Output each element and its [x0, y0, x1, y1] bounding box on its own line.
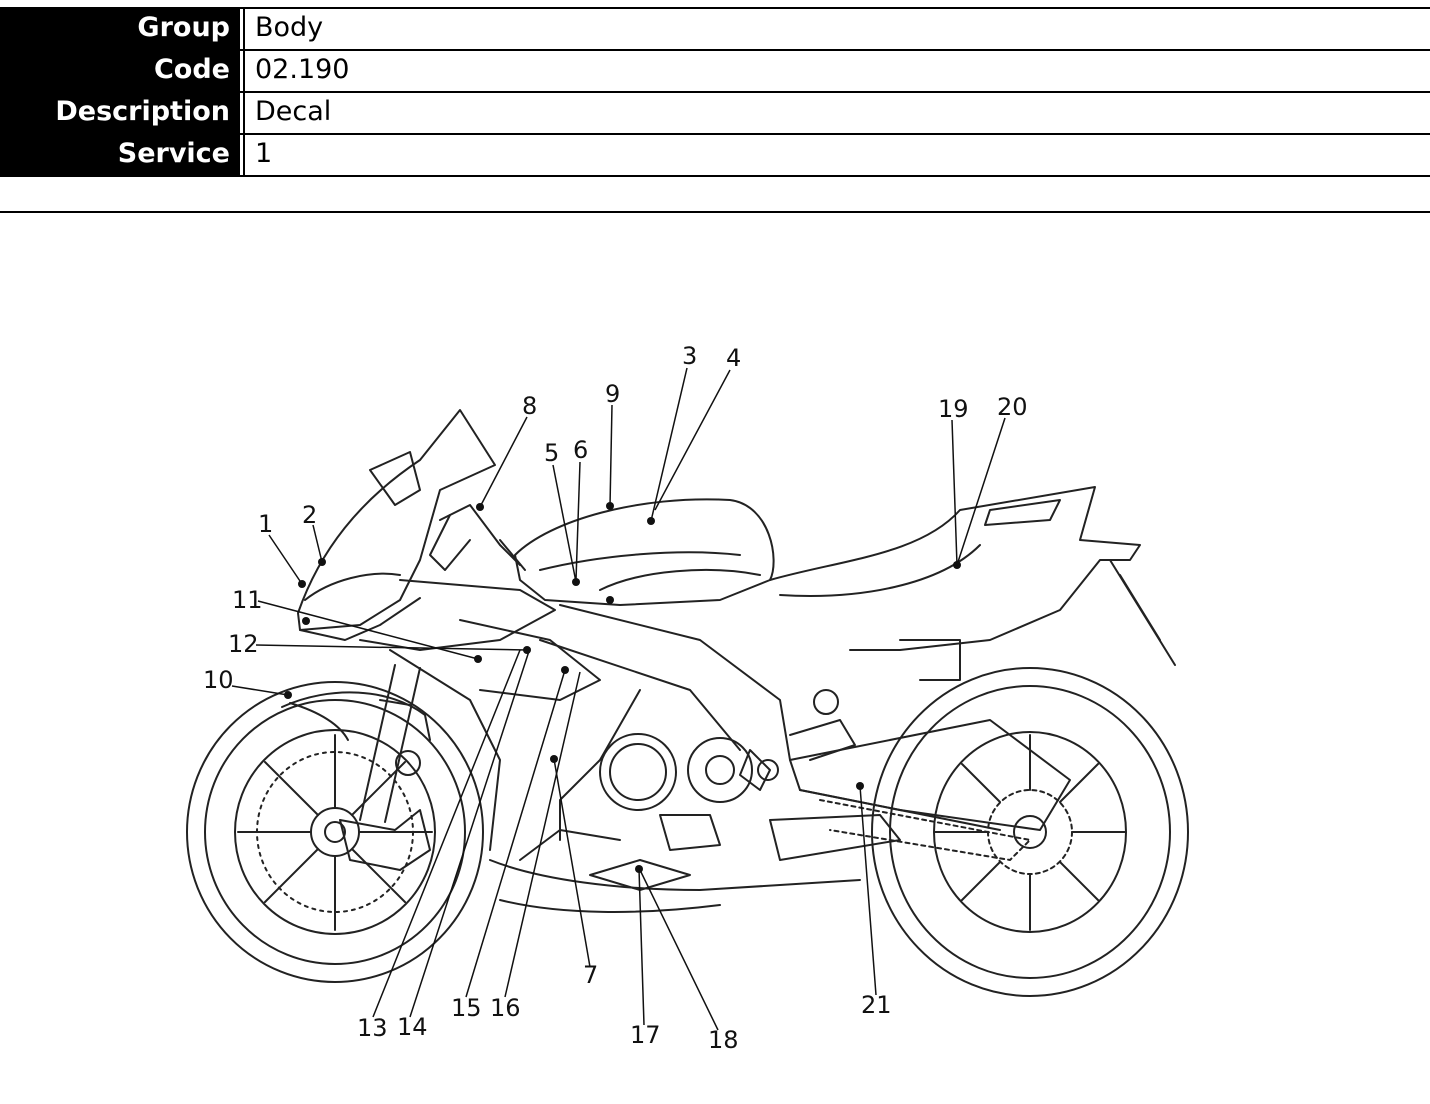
callout-8: 8 [522, 392, 537, 420]
description-value: Decal [243, 93, 1430, 133]
motorcycle-drawing [186, 409, 1189, 997]
callout-9: 9 [605, 380, 620, 408]
service-label: Service [0, 135, 240, 175]
callout-2: 2 [302, 501, 317, 529]
front-fairing [297, 409, 861, 913]
callout-15: 15 [451, 994, 482, 1022]
front-fork [281, 664, 431, 871]
callout-1: 1 [258, 510, 273, 538]
fuel-tank [514, 498, 775, 606]
code-value: 02.190 [243, 51, 1430, 91]
callout-18: 18 [708, 1026, 739, 1054]
leader-lines [231, 367, 1006, 1031]
info-row-group: Group Body [0, 7, 1430, 49]
seat-tail [769, 486, 1176, 666]
front-wheel [186, 681, 484, 983]
info-row-code: Code 02.190 [0, 49, 1430, 91]
description-label: Description [0, 93, 240, 133]
handlebar [429, 504, 526, 571]
service-value: 1 [243, 135, 1430, 175]
callout-5: 5 [544, 439, 559, 467]
motorcycle-decal-diagram: 1 2 3 4 5 6 7 8 9 10 11 12 13 14 15 16 1… [186, 342, 1189, 1054]
callout-7: 7 [583, 961, 598, 989]
info-row-description: Description Decal [0, 91, 1430, 133]
group-label: Group [0, 9, 240, 49]
callout-14: 14 [397, 1013, 428, 1041]
separator-line [0, 211, 1430, 213]
rear-wheel [871, 667, 1189, 997]
callout-19: 19 [938, 395, 969, 423]
callout-17: 17 [630, 1021, 661, 1049]
frame-engine [539, 604, 961, 851]
callout-20: 20 [997, 393, 1028, 421]
code-label: Code [0, 51, 240, 91]
callout-12: 12 [228, 630, 259, 658]
swingarm [769, 719, 1071, 861]
callout-11: 11 [232, 586, 263, 614]
callout-3: 3 [682, 342, 697, 370]
callout-6: 6 [573, 436, 588, 464]
info-table: Group Body Code 02.190 Description Decal… [0, 7, 1430, 177]
callout-16: 16 [490, 994, 521, 1022]
callout-numbers: 1 2 3 4 5 6 7 8 9 10 11 12 13 14 15 16 1… [203, 342, 1028, 1054]
callout-10: 10 [203, 666, 234, 694]
callout-4: 4 [726, 344, 741, 372]
info-row-service: Service 1 [0, 133, 1430, 177]
group-value: Body [243, 9, 1430, 49]
callout-13: 13 [357, 1014, 388, 1042]
callout-21: 21 [861, 991, 892, 1019]
